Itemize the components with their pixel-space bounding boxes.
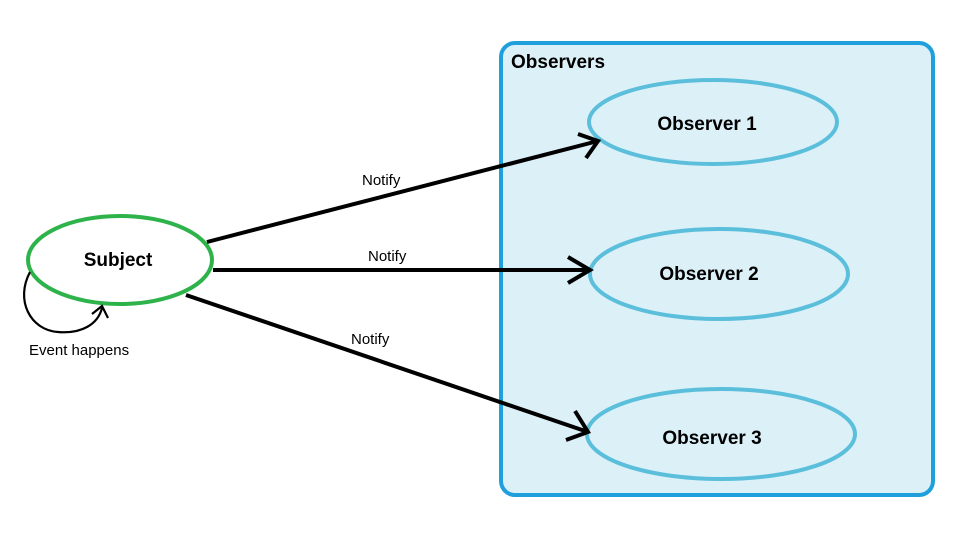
notify-edge-1-arrowhead — [577, 132, 602, 160]
observer-1-node — [587, 78, 839, 166]
notify-edge-3-arrowhead — [565, 409, 591, 442]
observer-2-node — [588, 227, 850, 321]
notify-edge-2-label: Notify — [368, 248, 407, 265]
notify-edge-1 — [206, 139, 599, 244]
observer-1-label: Observer 1 — [657, 114, 757, 135]
observer-2-label: Observer 2 — [659, 264, 758, 285]
notify-edge-3-label: Notify — [351, 331, 390, 348]
self-loop-label: Event happens — [29, 342, 129, 359]
observer-3-label: Observer 3 — [662, 428, 761, 449]
notify-edge-3 — [185, 293, 589, 434]
observers-group-title: Observers — [511, 52, 605, 73]
notify-edge-1-label: Notify — [362, 172, 401, 189]
self-loop-arrow — [23, 271, 104, 334]
self-loop-arrowhead — [91, 304, 109, 319]
notify-edge-2-arrowhead — [566, 255, 594, 285]
subject-label: Subject — [84, 250, 153, 271]
subject-node — [26, 214, 214, 306]
